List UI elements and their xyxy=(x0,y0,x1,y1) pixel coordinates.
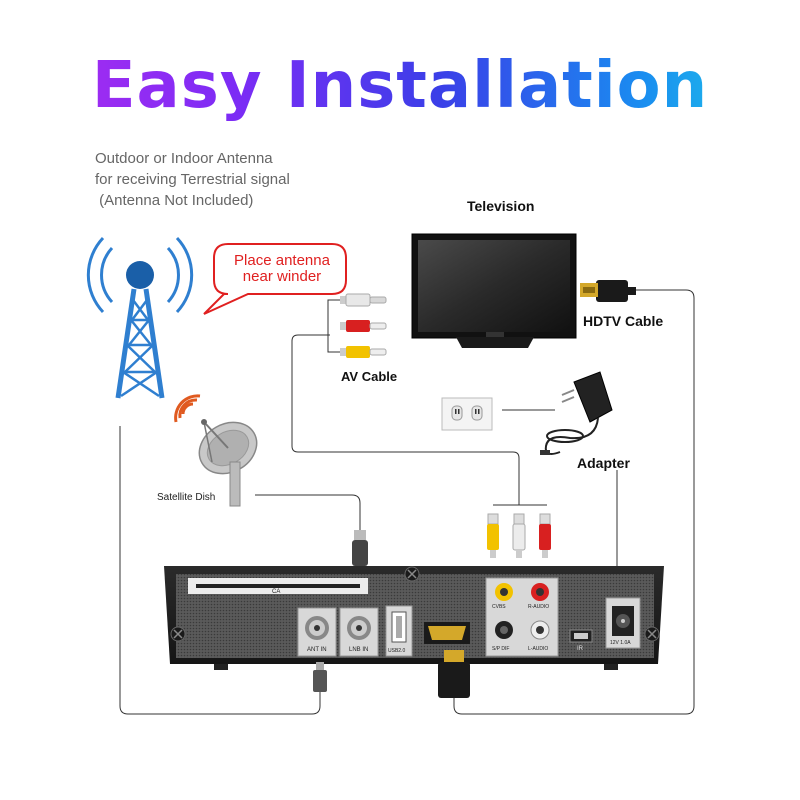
antenna-note-line-1: Outdoor or Indoor Antenna xyxy=(95,150,273,167)
rca-red-plug-receiver xyxy=(539,513,551,558)
satellite-dish-label: Satellite Dish xyxy=(157,492,216,503)
hdmi-plug-tv xyxy=(580,280,636,302)
speech-bubble-text: Place antenna near winder xyxy=(218,253,346,285)
lnb-in-label: LNB IN xyxy=(349,647,369,653)
antenna-note: Outdoor or Indoor Antenna for receiving … xyxy=(95,148,290,211)
power-port xyxy=(605,597,641,649)
av-cable-line xyxy=(291,334,520,505)
connection-lines xyxy=(119,289,695,715)
r-audio-label: R-AUDIO xyxy=(528,604,550,610)
ant-in-port xyxy=(297,607,337,657)
rca-red-plug xyxy=(340,320,387,332)
usb-label: USB2.0 xyxy=(388,648,406,654)
dish-to-lnb-line xyxy=(255,494,361,530)
signal-waves xyxy=(174,394,201,423)
power-adapter xyxy=(540,371,613,455)
bubble-line-1: Place antenna xyxy=(234,252,330,269)
satellite-dish xyxy=(174,394,258,507)
hdmi-port xyxy=(424,622,470,644)
hdtv-cable-label: HDTV Cable xyxy=(583,313,664,329)
rca-white-plug-receiver xyxy=(512,513,526,558)
av-cable-label: AV Cable xyxy=(341,369,398,384)
av-port-panel xyxy=(485,577,559,657)
hdmi-plug-receiver xyxy=(438,650,470,698)
power-label: 12V 1.0A xyxy=(610,640,631,646)
rca-yellow-plug-receiver xyxy=(487,513,499,558)
receiver-box xyxy=(164,566,664,670)
spdif-label: S/P DIF xyxy=(492,646,510,652)
antenna-note-line-2: for receiving Terrestrial signal xyxy=(95,171,290,188)
adapter-label: Adapter xyxy=(577,455,630,471)
television xyxy=(411,233,577,348)
television-label: Television xyxy=(467,198,535,214)
rca-white-plug xyxy=(340,293,387,307)
antenna-note-line-3: (Antenna Not Included) xyxy=(95,192,254,209)
ir-port xyxy=(569,629,593,643)
bubble-line-2: near winder xyxy=(242,268,322,285)
ant-plug xyxy=(313,662,327,692)
hdtv-cable-line xyxy=(453,289,695,715)
ca-slot-label: CA xyxy=(272,589,281,595)
av-plugs-receiver xyxy=(487,513,551,558)
l-audio-label: L-AUDIO xyxy=(528,646,549,652)
usb-port xyxy=(385,605,413,657)
cvbs-label: CVBS xyxy=(492,604,506,610)
rca-yellow-plug xyxy=(340,346,387,358)
ir-label: IR xyxy=(577,646,583,652)
av-cable-bracket xyxy=(327,299,340,353)
ant-in-label: ANT IN xyxy=(307,647,327,653)
antenna-tower xyxy=(86,236,194,399)
antenna-to-ant-in-line xyxy=(119,426,321,715)
speech-bubble xyxy=(203,243,347,315)
page-title: Easy Installation xyxy=(0,46,800,126)
av-plugs-tv xyxy=(340,293,387,358)
receiver-screws xyxy=(170,566,660,642)
wall-outlet xyxy=(441,397,493,431)
lnb-in-port xyxy=(339,607,379,657)
